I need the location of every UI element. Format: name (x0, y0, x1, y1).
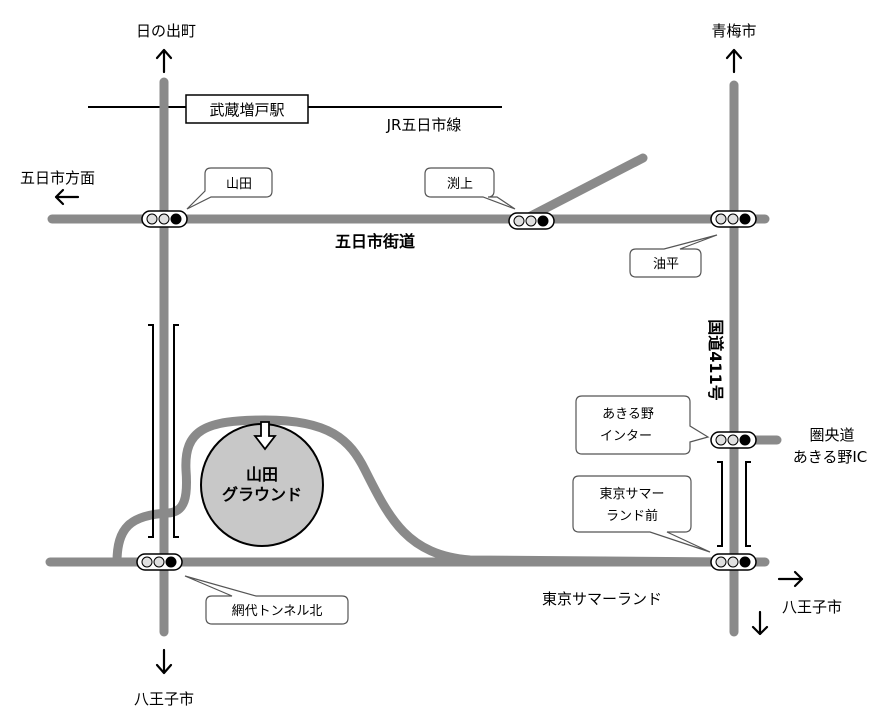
road-name-akiruno-ic: あきる野IC (793, 448, 868, 466)
direction-hinode: 日の出町 (136, 22, 196, 40)
down-arrow-icon (253, 421, 277, 451)
callout-summerland-mae: 東京サマー ランド前 (572, 475, 711, 553)
traffic-signal-icon (508, 212, 555, 230)
traffic-signal-icon (136, 553, 183, 571)
road-network (45, 77, 782, 637)
callout-aburahira: 油平 (629, 234, 718, 278)
intersection-amishiro: 網代トンネル北 (232, 604, 323, 619)
intersection-akiruno-1: あきる野 (602, 407, 654, 422)
destination-line1: 山田 (246, 465, 278, 484)
arrow-up-icon (725, 48, 743, 74)
rail-line-name: JR五日市線 (386, 116, 462, 134)
direction-ome: 青梅市 (711, 22, 756, 40)
tunnel-brackets-right (717, 461, 751, 547)
road-name-summerland: 東京サマーランド (542, 590, 662, 608)
tunnel-brackets-left (148, 324, 179, 538)
intersection-summerland-1: 東京サマー (599, 486, 664, 502)
direction-hachioji-right: 八王子市 (782, 598, 842, 616)
traffic-signal-icon (710, 431, 757, 449)
arrow-up-icon (155, 48, 173, 74)
callout-akiruno-inter: あきる野 インター (575, 395, 710, 455)
arrow-down-icon (751, 610, 769, 636)
summerland-road (112, 415, 735, 567)
direction-arrows (54, 48, 804, 675)
intersection-fuchigami: 渕上 (447, 177, 473, 192)
callout-yamada: 山田 (186, 167, 273, 210)
destination-line2: グラウンド (222, 485, 302, 504)
traffic-signal-icon (710, 210, 757, 228)
intersection-yamada: 山田 (226, 177, 252, 192)
traffic-signal-icon (710, 553, 757, 571)
intersection-summerland-2: ランド前 (606, 508, 658, 524)
callout-amishiro-tunnel: 網代トンネル北 (184, 575, 349, 625)
station-box (185, 94, 309, 124)
intersection-akiruno-2: インター (600, 429, 652, 444)
road-name-route411: 国道411号 (706, 319, 725, 400)
arrow-down-icon (155, 648, 173, 675)
station-name: 武蔵増戸駅 (209, 101, 284, 119)
traffic-signal-icon (141, 210, 188, 228)
direction-hachioji-left: 八王子市 (134, 690, 194, 708)
intersection-aburahira: 油平 (653, 257, 679, 272)
road-name-itsukaichi-kaido: 五日市街道 (335, 232, 415, 251)
diagonal-road (520, 153, 648, 224)
direction-itsukaichi: 五日市方面 (20, 169, 95, 187)
arrow-left-icon (54, 188, 80, 206)
road-name-ken-o: 圏央道 (809, 426, 854, 444)
callout-fuchigami: 渕上 (424, 167, 516, 210)
arrow-right-icon (777, 570, 804, 588)
